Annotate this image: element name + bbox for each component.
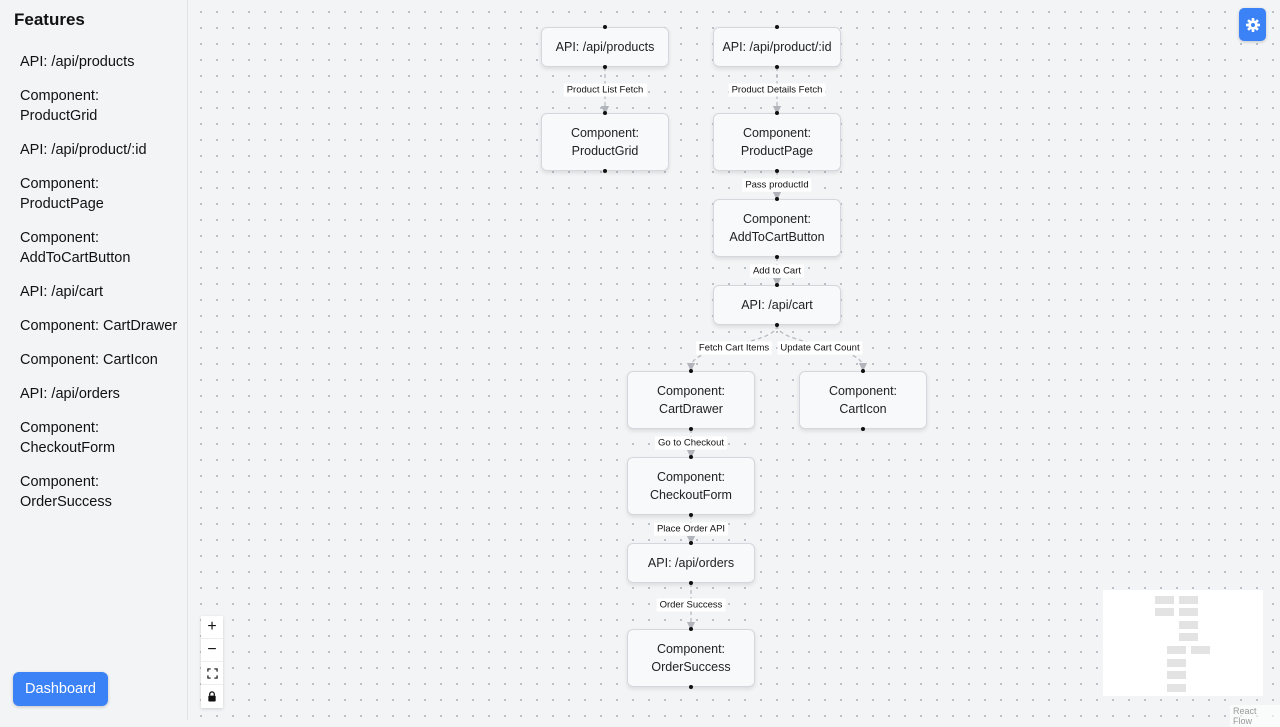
settings-button[interactable]	[1239, 8, 1266, 41]
source-handle[interactable]	[775, 323, 779, 327]
node-label: API: /api/product/:id	[722, 40, 832, 54]
feature-item-add-to-cart-button[interactable]: Component: AddToCartButton	[20, 230, 131, 266]
minimap-node	[1191, 646, 1210, 654]
node-label: Component: OrderSuccess	[651, 642, 731, 674]
node-label: Component: ProductGrid	[570, 126, 640, 158]
minimap-node	[1179, 596, 1198, 604]
node-label: API: /api/products	[555, 40, 655, 54]
node-api-product-id[interactable]: API: /api/product/:id	[713, 25, 841, 69]
sidebar-title: Features	[14, 10, 85, 29]
feature-item-checkout-form[interactable]: Component: CheckoutForm	[20, 420, 116, 456]
target-handle[interactable]	[775, 25, 779, 29]
target-handle[interactable]	[775, 197, 779, 201]
source-handle[interactable]	[775, 255, 779, 259]
fit-view-icon	[206, 667, 218, 679]
source-handle[interactable]	[689, 685, 693, 689]
node-cart-icon[interactable]: Component: CartIcon	[799, 369, 927, 431]
node-checkout-form[interactable]: Component: CheckoutForm	[627, 455, 755, 517]
lock-icon	[208, 691, 216, 702]
minimap-node	[1179, 608, 1198, 616]
edge-label-pass-product-id[interactable]: Pass productId	[742, 178, 812, 192]
edge-label-update-cart-count[interactable]: Update Cart Count	[777, 341, 863, 355]
feature-item-cart-icon[interactable]: Component: CartIcon	[20, 352, 158, 368]
feature-item-product-grid[interactable]: Component: ProductGrid	[20, 88, 99, 124]
edge-label-product-details-fetch[interactable]: Product Details Fetch	[728, 83, 826, 97]
source-handle[interactable]	[861, 427, 865, 431]
minimap-node	[1179, 633, 1198, 641]
target-handle[interactable]	[861, 369, 865, 373]
edge-label-place-order-api[interactable]: Place Order API	[653, 522, 729, 536]
target-handle[interactable]	[689, 369, 693, 373]
node-product-page[interactable]: Component: ProductPage	[713, 111, 841, 173]
source-handle[interactable]	[775, 65, 779, 69]
minimap-node	[1167, 671, 1186, 679]
target-handle[interactable]	[689, 541, 693, 545]
source-handle[interactable]	[689, 513, 693, 517]
node-order-success[interactable]: Component: OrderSuccess	[627, 627, 755, 689]
minimap-node	[1155, 596, 1174, 604]
target-handle[interactable]	[689, 627, 693, 631]
fit-view-button[interactable]	[201, 662, 223, 685]
node-label: Component: ProductPage	[740, 126, 814, 158]
flow-controls: + −	[201, 616, 223, 708]
edge-label-go-to-checkout[interactable]: Go to Checkout	[654, 436, 728, 450]
feature-item-product-page[interactable]: Component: ProductPage	[20, 176, 104, 212]
edge-label-add-to-cart[interactable]: Add to Cart	[749, 264, 805, 278]
source-handle[interactable]	[603, 169, 607, 173]
target-handle[interactable]	[689, 455, 693, 459]
react-flow-attribution[interactable]: React Flow	[1230, 705, 1280, 727]
plus-icon: +	[207, 618, 217, 635]
node-product-grid[interactable]: Component: ProductGrid	[541, 111, 669, 173]
target-handle[interactable]	[603, 111, 607, 115]
node-label: Component: CartIcon	[828, 384, 898, 416]
feature-list: API: /api/products Component: ProductGri…	[20, 52, 180, 526]
edge-label-product-list-fetch[interactable]: Product List Fetch	[563, 83, 647, 97]
node-api-products[interactable]: API: /api/products	[541, 25, 669, 69]
minimap[interactable]	[1103, 590, 1263, 696]
source-handle[interactable]	[603, 65, 607, 69]
feature-item-api-cart[interactable]: API: /api/cart	[20, 284, 104, 300]
edge-label-fetch-cart-items[interactable]: Fetch Cart Items	[695, 341, 773, 355]
gear-icon	[1245, 17, 1260, 32]
zoom-out-button[interactable]: −	[201, 639, 223, 662]
source-handle[interactable]	[689, 427, 693, 431]
source-handle[interactable]	[689, 581, 693, 585]
node-api-cart[interactable]: API: /api/cart	[713, 283, 841, 327]
target-handle[interactable]	[775, 111, 779, 115]
feature-item-api-products[interactable]: API: /api/products	[20, 54, 135, 70]
lock-button[interactable]	[201, 685, 223, 708]
target-handle[interactable]	[603, 25, 607, 29]
node-label: API: /api/cart	[741, 298, 813, 312]
node-label: Component: CartDrawer	[656, 384, 726, 416]
node-label: Component: AddToCartButton	[729, 212, 825, 244]
target-handle[interactable]	[775, 283, 779, 287]
minimap-node	[1155, 608, 1174, 616]
minimap-node	[1167, 684, 1186, 692]
feature-item-api-product-id[interactable]: API: /api/product/:id	[20, 142, 147, 158]
node-api-orders[interactable]: API: /api/orders	[627, 541, 755, 585]
source-handle[interactable]	[775, 169, 779, 173]
dashboard-button[interactable]: Dashboard	[13, 672, 108, 706]
node-label: Component: CheckoutForm	[650, 470, 732, 502]
node-label: API: /api/orders	[647, 556, 735, 570]
edge-label-order-success[interactable]: Order Success	[656, 598, 726, 612]
feature-item-cart-drawer[interactable]: Component: CartDrawer	[20, 318, 178, 334]
feature-item-api-orders[interactable]: API: /api/orders	[20, 386, 120, 402]
zoom-in-button[interactable]: +	[201, 616, 223, 639]
feature-item-order-success[interactable]: Component: OrderSuccess	[20, 474, 112, 510]
minus-icon: −	[207, 641, 217, 658]
node-cart-drawer[interactable]: Component: CartDrawer	[627, 369, 755, 431]
node-add-to-cart-button[interactable]: Component: AddToCartButton	[713, 197, 841, 259]
minimap-node	[1167, 659, 1186, 667]
sidebar: Features API: /api/products Component: P…	[0, 0, 188, 720]
minimap-node	[1167, 646, 1186, 654]
minimap-node	[1179, 621, 1198, 629]
